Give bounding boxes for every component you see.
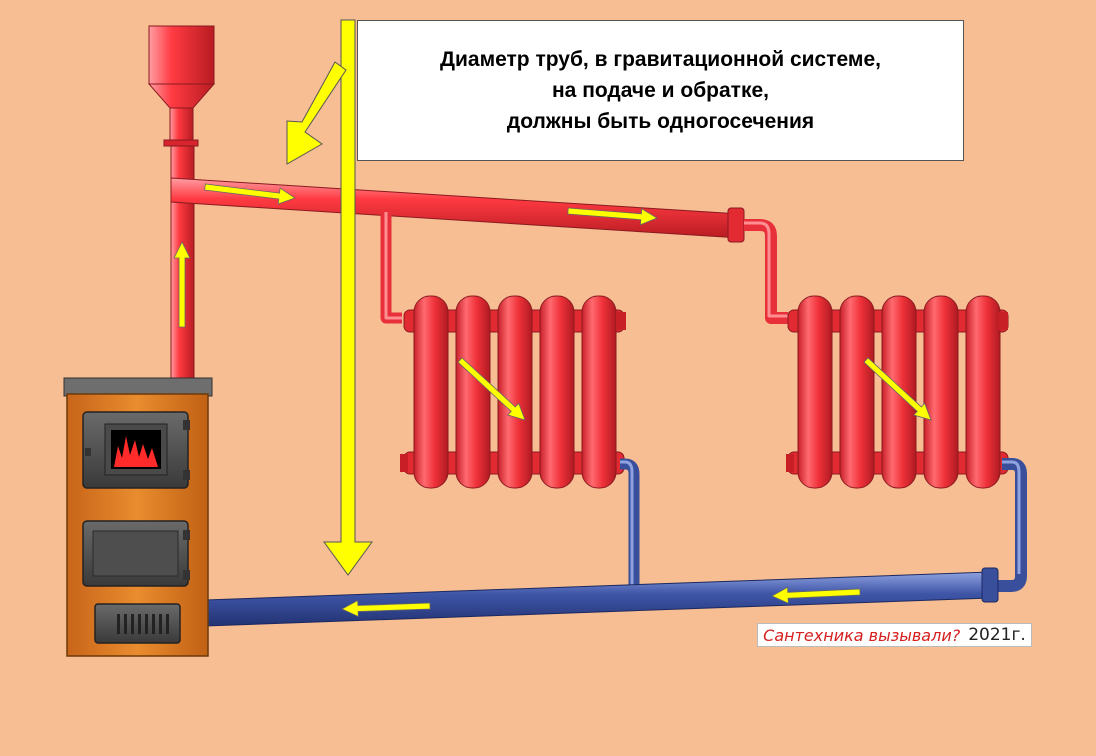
radiator2-supply-drop <box>744 219 788 324</box>
radiator-1-section <box>413 295 449 489</box>
radiator2-return-pipe <box>996 458 1027 592</box>
radiator-2-section <box>839 295 875 489</box>
supply-main-pipe <box>170 177 741 239</box>
flame-icon <box>114 436 158 467</box>
grille-slot <box>159 614 162 634</box>
radiator-1-section <box>497 295 533 489</box>
flow-arrow-icon <box>204 183 296 205</box>
flow-arrow-icon <box>567 207 658 226</box>
radiator-1-section <box>455 295 491 489</box>
pointer-arrow-icon <box>286 61 347 165</box>
credit-year: 2021г. <box>968 625 1026 645</box>
callout-line-3: должны быть одногосечения <box>506 110 815 133</box>
flow-arrow-icon <box>771 586 861 604</box>
radiator-2-section <box>797 295 833 489</box>
arrow-icon <box>323 19 373 576</box>
grille-slot <box>117 614 120 634</box>
callout-line-2: на подаче и обратке, <box>552 79 769 102</box>
flow-arrow-icon <box>173 241 191 328</box>
grille-slot <box>152 614 155 634</box>
callout-box: Диаметр труб, в гравитационной системе, … <box>357 20 964 161</box>
radiator-1-section <box>581 295 617 489</box>
grille-slot <box>166 614 169 634</box>
radiator-1-section <box>539 295 575 489</box>
grille-slot <box>145 614 148 634</box>
grille-slot <box>138 614 141 634</box>
radiator-2-section <box>923 295 959 489</box>
radiator1-supply-drop <box>380 212 402 324</box>
chimney <box>147 25 216 147</box>
radiator-1 <box>400 295 626 489</box>
grille-slot <box>124 614 127 634</box>
credit-watermark: Сантехника вызывали? 2021г. <box>757 623 1032 647</box>
grille-slot <box>131 614 134 634</box>
flow-arrow-icon <box>863 357 932 421</box>
credit-brand: Сантехника вызывали? <box>763 625 961 645</box>
flow-arrows <box>173 183 932 618</box>
supply-coupling <box>727 207 745 243</box>
flow-arrow-icon <box>457 357 526 421</box>
boiler <box>63 377 213 657</box>
flow-arrow-icon <box>341 599 431 618</box>
return-main-pipe <box>204 571 991 627</box>
return-coupling <box>981 567 999 603</box>
draft-door <box>94 603 181 644</box>
callout-line-1: Диаметр труб, в гравитационной системе, <box>440 48 881 71</box>
radiator-2-section <box>965 295 1001 489</box>
